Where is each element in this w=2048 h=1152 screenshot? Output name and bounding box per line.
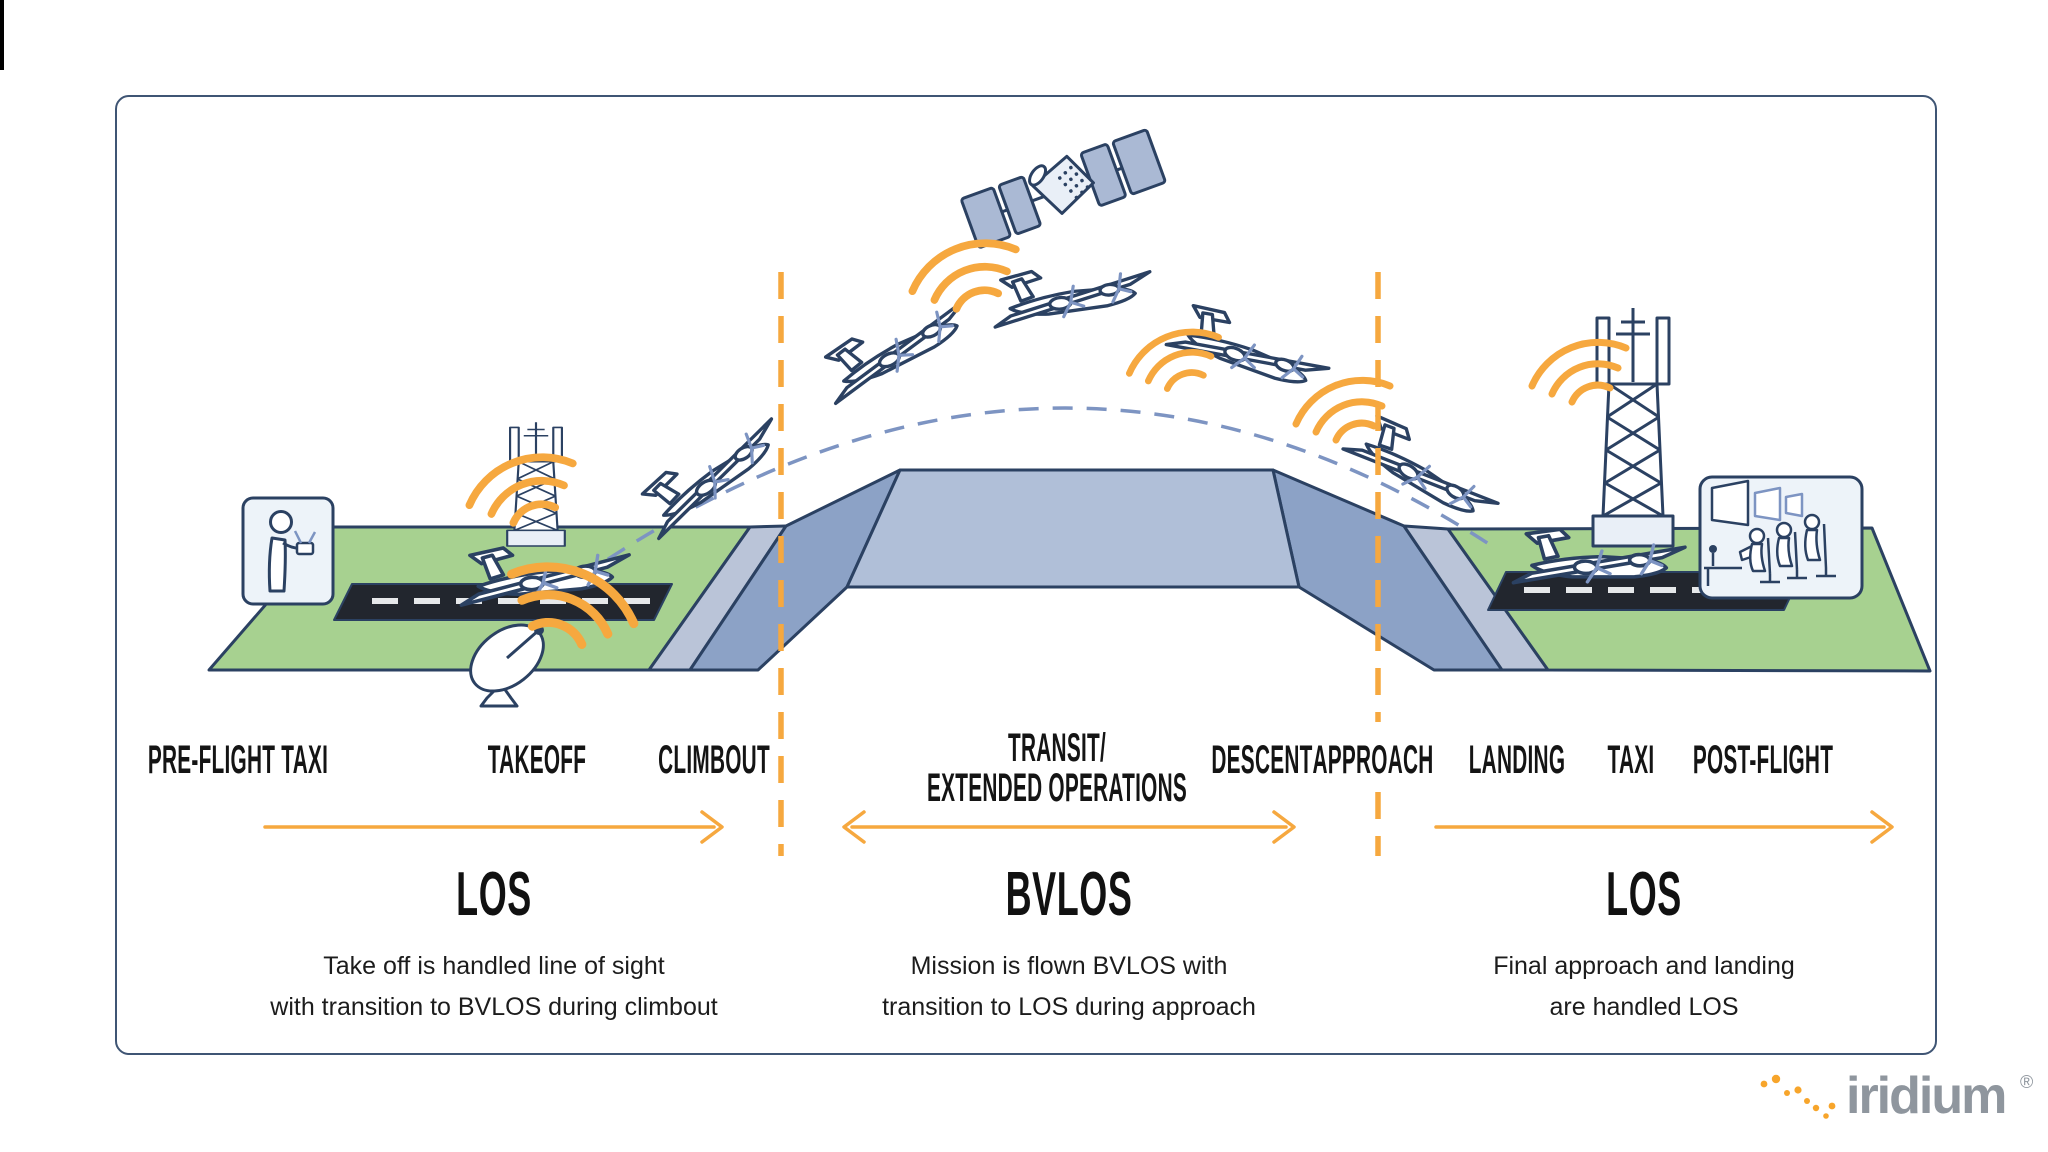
plane-transit bbox=[988, 257, 1156, 329]
registered-trademark-symbol: ® bbox=[2020, 1072, 2034, 1092]
phase-label-landing: LANDING bbox=[1468, 738, 1566, 782]
bvlos-corridor-plateau bbox=[688, 468, 1504, 672]
screen-edge-artifact bbox=[0, 0, 4, 70]
phase-label-descent: DESCENT bbox=[1211, 738, 1313, 782]
desc-line: Final approach and landing bbox=[1493, 952, 1795, 980]
phase-label-transit: TRANSIT/ EXTENDED OPERATIONS bbox=[927, 726, 1187, 810]
phase-label-approach: APPROACH bbox=[1312, 738, 1434, 782]
phase-label-post-flight: POST-FLIGHT bbox=[1692, 738, 1834, 782]
phase-arrows bbox=[263, 810, 1894, 844]
phase-label-taxi: TAXI bbox=[1607, 738, 1655, 782]
desc-line: with transition to BVLOS during climbout bbox=[270, 993, 718, 1021]
phase-label-climbout: CLIMBOUT bbox=[658, 738, 770, 782]
iridium-wordmark: iridium bbox=[1846, 1067, 2007, 1125]
remote-pilot-card bbox=[241, 496, 335, 606]
diagram-frame bbox=[115, 95, 1937, 1055]
section-desc-los-left: Take off is handled line of sight with t… bbox=[270, 946, 717, 1028]
section-heading-los-right: LOS bbox=[1606, 860, 1682, 929]
phase-label-preflight-taxi: PRE-FLIGHT TAXI bbox=[147, 738, 329, 782]
desc-line: are handled LOS bbox=[1549, 993, 1739, 1021]
iridium-constellation-dots-icon bbox=[1760, 1074, 1836, 1119]
phase-separator-lines bbox=[778, 272, 1381, 856]
section-desc-los-right: Final approach and landing are handled L… bbox=[1493, 946, 1795, 1028]
desc-line: transition to LOS during approach bbox=[882, 993, 1256, 1021]
section-heading-los-left: LOS bbox=[456, 860, 532, 929]
section-heading-bvlos: BVLOS bbox=[1005, 860, 1133, 929]
desc-line: Mission is flown BVLOS with bbox=[910, 952, 1228, 980]
flight-path bbox=[550, 406, 1496, 600]
section-desc-bvlos: Mission is flown BVLOS with transition t… bbox=[882, 946, 1256, 1028]
control-center-card bbox=[1698, 475, 1864, 600]
satellite-icon bbox=[960, 128, 1167, 249]
satellite-dish-icon bbox=[469, 623, 545, 708]
phase-label-takeoff: TAKEOFF bbox=[487, 738, 587, 782]
iridium-logo: iridium ® bbox=[1752, 1062, 2048, 1142]
desc-line: Take off is handled line of sight bbox=[323, 952, 665, 980]
